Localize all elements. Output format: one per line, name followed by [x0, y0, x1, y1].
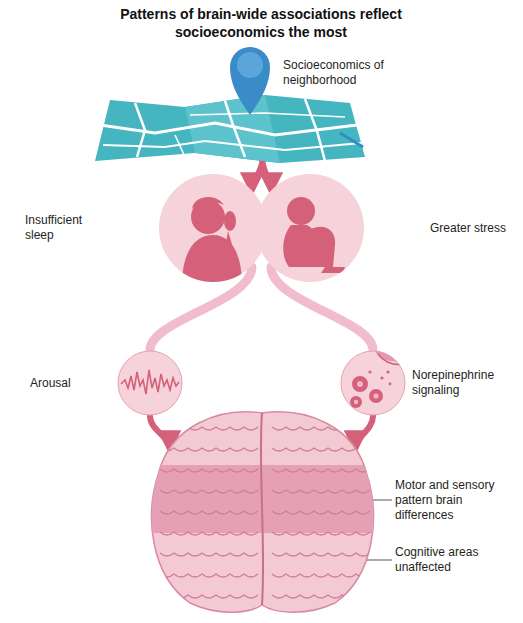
illustration-part [135, 103, 145, 157]
illustration-part [225, 101, 245, 157]
illustration-part [272, 595, 370, 598]
illustration-part [224, 231, 234, 253]
illustration-part [160, 490, 258, 493]
diagram-title: Patterns of brain-wide associations refl… [101, 6, 421, 42]
connector-arrow [356, 416, 373, 447]
illustration-part [160, 532, 258, 535]
brain-node: Motor and sensory pattern brain differen… [140, 405, 385, 615]
illustration-part [160, 427, 370, 598]
illustration-part [340, 350, 406, 416]
illustration-part [182, 197, 242, 285]
illustration-part [256, 174, 364, 282]
map-node: Socioeconomics of neighborhood [95, 95, 365, 163]
illustration-part [272, 511, 370, 514]
illustration-part [373, 393, 378, 398]
illustration-part [95, 95, 365, 163]
circle-node: Insufficient sleep [158, 173, 268, 283]
illustration-part [261, 413, 263, 605]
illustration-part [272, 532, 370, 535]
illustration-part [305, 99, 325, 161]
illustration-part [158, 173, 268, 283]
illustration-part [224, 211, 236, 231]
node-label: Arousal [30, 376, 100, 391]
illustration-part [340, 133, 363, 147]
illustration-part [354, 400, 358, 404]
illustration-part [175, 135, 185, 157]
illustration-part [272, 448, 370, 451]
illustration-part [386, 370, 389, 373]
node-label: Norepinephrine signaling [412, 368, 518, 398]
illustration-part [341, 351, 405, 415]
illustration-part [117, 350, 183, 416]
illustration-part [287, 197, 315, 225]
circle-node: Arousal [117, 350, 183, 416]
illustration-part [321, 267, 345, 273]
illustration-part [357, 381, 363, 387]
circle-node: Greater stress [255, 173, 365, 283]
node-label: Insufficient sleep [25, 213, 105, 243]
illustration-part [272, 469, 370, 472]
illustration-part [160, 574, 258, 577]
circle-node: Norepinephrine signaling [340, 350, 406, 416]
illustration-part [272, 427, 370, 430]
node-label: Motor and sensory pattern brain differen… [395, 478, 517, 523]
illustration-part [182, 235, 242, 285]
illustration-part [160, 448, 258, 451]
illustration-part [283, 197, 345, 273]
illustration-part [350, 396, 362, 408]
illustration-part [118, 351, 182, 415]
connector-arrow [262, 161, 271, 189]
illustration-part [237, 52, 263, 78]
illustration-part [95, 95, 365, 163]
illustration-part [160, 469, 258, 472]
illustration-part [192, 197, 224, 209]
illustration-part [190, 113, 345, 117]
illustration-part [272, 490, 370, 493]
illustration-part [160, 595, 258, 598]
illustration-part [369, 389, 383, 403]
illustration-part [160, 427, 258, 430]
illustration-part [140, 405, 385, 615]
illustration-part [368, 370, 371, 373]
illustration-part [103, 141, 361, 150]
node-label: Cognitive areas unaffected [395, 545, 517, 575]
illustration-part [185, 95, 280, 163]
illustration-part [305, 227, 335, 267]
illustration-part [255, 173, 365, 283]
illustration-part [272, 574, 370, 577]
illustration-part [160, 553, 258, 556]
node-label: Greater stress [430, 221, 510, 236]
illustration-part [352, 376, 368, 392]
illustration-part [378, 354, 406, 365]
illustration-part [350, 350, 406, 408]
illustration-part [160, 511, 258, 514]
node-label: Socioeconomics of neighborhood [283, 58, 387, 88]
illustration-part [272, 553, 370, 556]
illustration-part [380, 376, 383, 379]
illustration-part [230, 47, 270, 115]
connector-arrow [150, 416, 169, 447]
illustration-part [389, 383, 392, 386]
illustration-part [121, 370, 179, 394]
